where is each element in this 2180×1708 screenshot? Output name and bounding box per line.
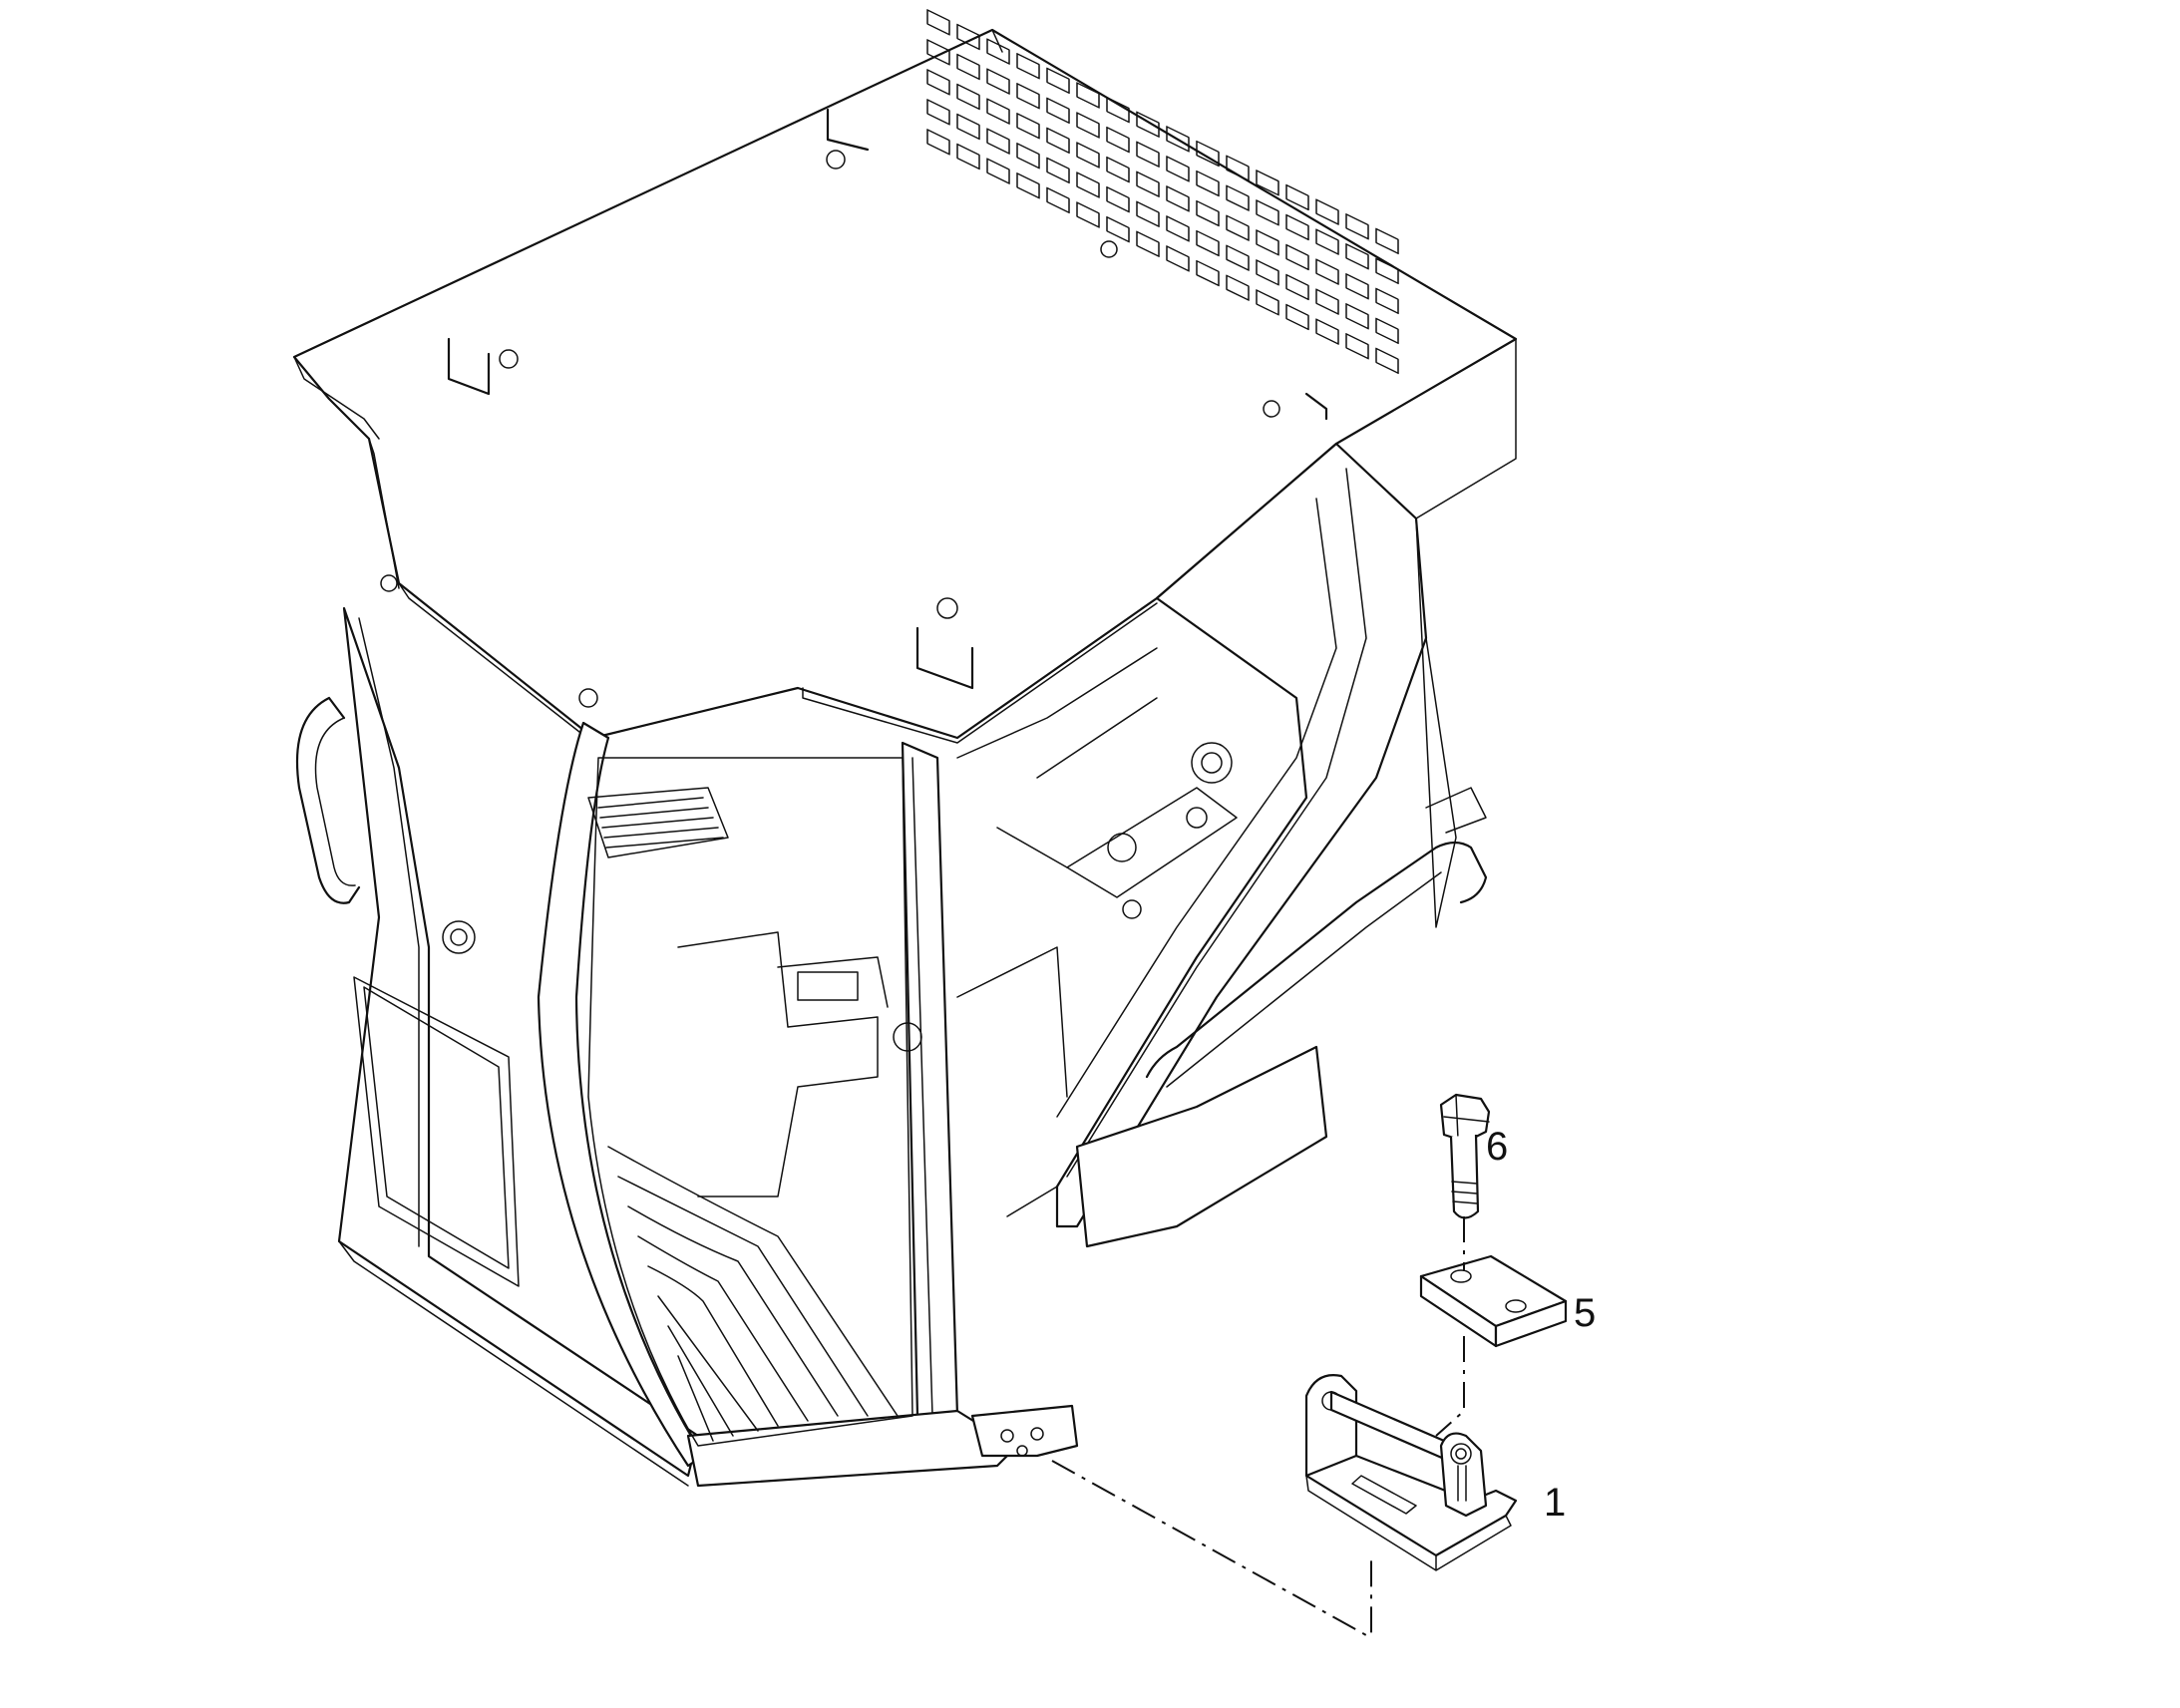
- roof-hook-right: [1304, 392, 1328, 421]
- cab-entry-steps: [607, 1146, 899, 1442]
- roof-vent-grid: [926, 9, 1399, 375]
- roof-hook-left: [447, 337, 491, 396]
- callout-part-6: 6: [1486, 1125, 1508, 1169]
- assembly-centerlines: [1051, 1216, 1465, 1636]
- cab-body: [295, 442, 1488, 1488]
- roof-hook-front: [915, 626, 974, 690]
- part-1-bracket: [1304, 1374, 1518, 1571]
- part-6-bolt: [1439, 1093, 1491, 1219]
- part-5-plate: [1419, 1254, 1568, 1348]
- inner-vent-plate: [587, 787, 729, 858]
- cab-roof: [292, 9, 1518, 744]
- callout-part-5: 5: [1574, 1291, 1596, 1335]
- mounting-plate: [970, 1404, 1079, 1458]
- roof-hook-rear: [826, 108, 870, 152]
- callout-part-1: 1: [1544, 1481, 1566, 1525]
